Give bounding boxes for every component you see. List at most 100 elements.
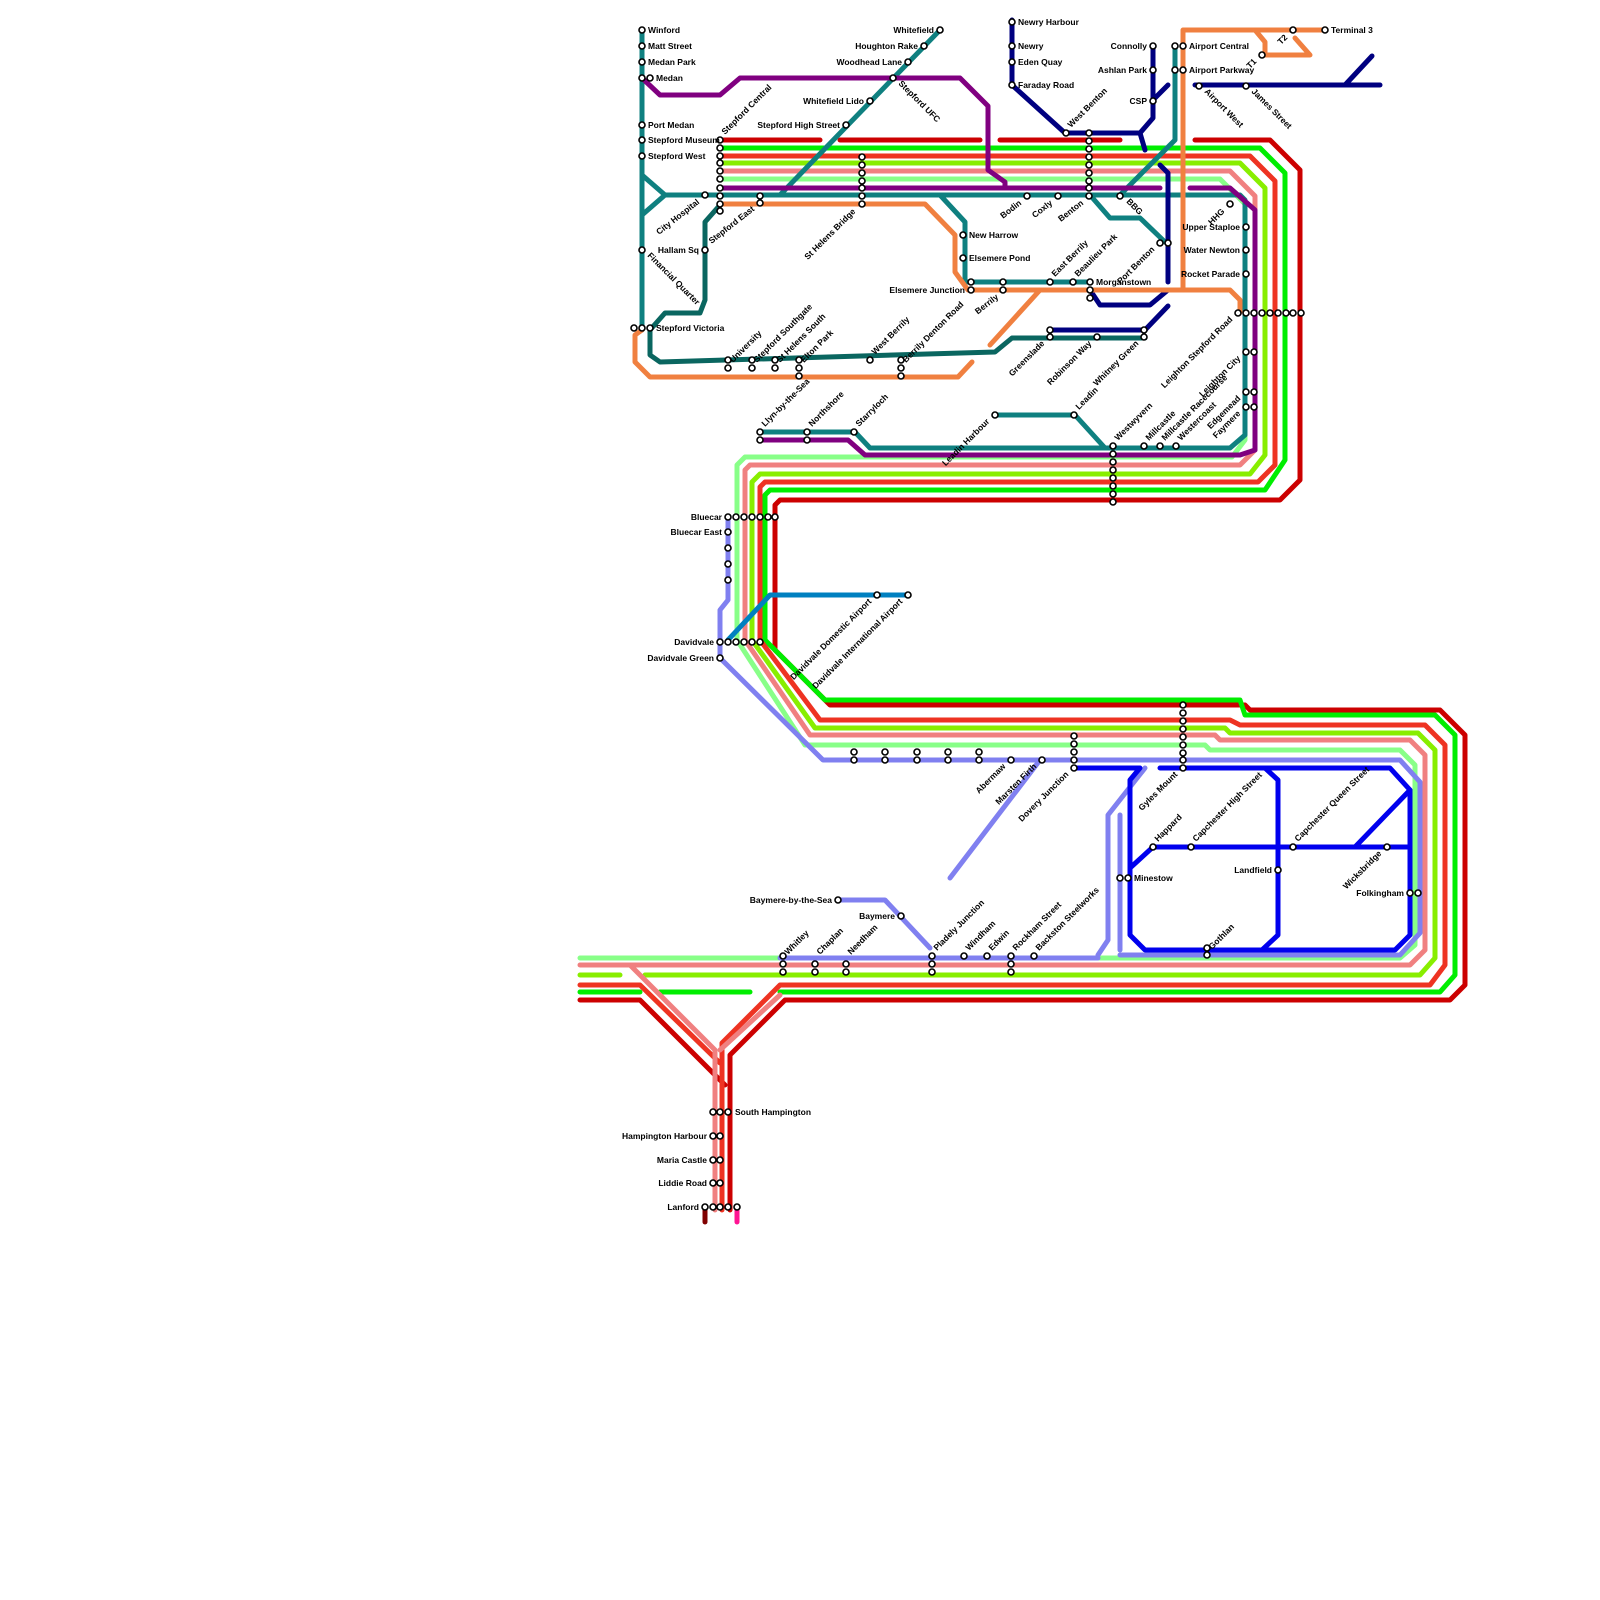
interchange-marker-115[interactable]: [709, 1203, 717, 1211]
station-label[interactable]: Financial Quarter: [646, 250, 703, 307]
station-marker[interactable]: [959, 231, 967, 239]
interchange-marker-18[interactable]: [858, 192, 866, 200]
interchange-marker-91[interactable]: [1179, 701, 1187, 709]
station-label[interactable]: Capchester High Street: [1190, 770, 1264, 844]
interchange-marker-21[interactable]: [1085, 145, 1093, 153]
station-label[interactable]: Whitefield: [893, 25, 934, 35]
interchange-marker-87[interactable]: [1070, 732, 1078, 740]
station-marker[interactable]: [1179, 42, 1187, 50]
interchange-marker-33[interactable]: [1171, 42, 1179, 50]
interchange-marker-28[interactable]: [999, 278, 1007, 286]
interchange-marker-16[interactable]: [858, 177, 866, 185]
interchange-marker-97[interactable]: [1179, 749, 1187, 757]
interchange-marker-40[interactable]: [1282, 309, 1290, 317]
station-marker[interactable]: [1109, 442, 1117, 450]
station-label[interactable]: Berrily: [973, 292, 1001, 317]
station-marker[interactable]: [1242, 246, 1250, 254]
interchange-marker-35[interactable]: [1164, 239, 1172, 247]
station-marker[interactable]: [1008, 58, 1016, 66]
station-label[interactable]: Davidvale: [674, 637, 714, 647]
interchange-marker-103[interactable]: [779, 960, 787, 968]
interchange-marker-10[interactable]: [716, 200, 724, 208]
interchange-marker-70[interactable]: [724, 560, 732, 568]
station-label[interactable]: West Benton: [1065, 86, 1109, 130]
station-marker[interactable]: [866, 356, 874, 364]
interchange-marker-23[interactable]: [1085, 161, 1093, 169]
station-label[interactable]: Morganstown: [1096, 277, 1151, 287]
station-label[interactable]: Stepford Museum: [648, 135, 720, 145]
interchange-marker-52[interactable]: [1109, 490, 1117, 498]
interchange-marker-118[interactable]: [733, 1203, 741, 1211]
station-label[interactable]: Upper Staploe: [1182, 222, 1240, 232]
interchange-marker-80[interactable]: [881, 756, 889, 764]
station-marker[interactable]: [850, 428, 858, 436]
interchange-marker-13[interactable]: [858, 153, 866, 161]
station-marker[interactable]: [1242, 388, 1250, 396]
station-marker[interactable]: [1085, 192, 1093, 200]
station-marker[interactable]: [834, 896, 842, 904]
station-marker[interactable]: [1234, 309, 1242, 317]
station-marker[interactable]: [1406, 889, 1414, 897]
station-label[interactable]: Liddie Road: [658, 1178, 707, 1188]
station-label[interactable]: Water Newton: [1184, 245, 1240, 255]
interchange-marker-113[interactable]: [716, 1156, 724, 1164]
interchange-marker-48[interactable]: [1109, 458, 1117, 466]
station-marker[interactable]: [748, 364, 756, 372]
station-label[interactable]: Faraday Road: [1018, 80, 1074, 90]
station-label[interactable]: Woodhead Lane: [837, 57, 903, 67]
station-marker[interactable]: [701, 191, 709, 199]
station-label[interactable]: Winford: [648, 25, 680, 35]
station-marker[interactable]: [1149, 42, 1157, 50]
station-label[interactable]: Capchester Queen Street: [1292, 764, 1371, 843]
station-label[interactable]: Llyn-by-the-Sea: [759, 376, 811, 428]
interchange-marker-73[interactable]: [732, 638, 740, 646]
interchange-marker-31[interactable]: [1086, 294, 1094, 302]
interchange-marker-22[interactable]: [1085, 153, 1093, 161]
station-marker[interactable]: [842, 968, 850, 976]
interchange-marker-41[interactable]: [1289, 309, 1297, 317]
station-label[interactable]: Stepford High Street: [757, 120, 840, 130]
station-marker[interactable]: [1038, 756, 1046, 764]
station-label[interactable]: Stepford West: [648, 151, 706, 161]
station-label[interactable]: Coxly: [1030, 198, 1055, 220]
station-label[interactable]: Greenslade: [1007, 338, 1047, 378]
station-marker[interactable]: [960, 952, 968, 960]
station-label[interactable]: Happard: [1152, 812, 1183, 843]
station-label[interactable]: Baymere-by-the-Sea: [750, 895, 832, 905]
station-label[interactable]: Ashlan Park: [1098, 65, 1147, 75]
interchange-marker-94[interactable]: [1179, 725, 1187, 733]
station-marker[interactable]: [928, 968, 936, 976]
interchange-marker-57[interactable]: [795, 356, 803, 364]
station-marker[interactable]: [1156, 239, 1164, 247]
station-marker[interactable]: [889, 74, 897, 82]
interchange-marker-56[interactable]: [771, 356, 779, 364]
station-label[interactable]: Matt Street: [648, 41, 692, 51]
interchange-marker-29[interactable]: [1046, 326, 1054, 334]
station-marker[interactable]: [803, 428, 811, 436]
station-marker[interactable]: [999, 286, 1007, 294]
station-label[interactable]: Whitney Green: [1091, 338, 1140, 387]
station-label[interactable]: New Harrow: [969, 230, 1019, 240]
interchange-marker-79[interactable]: [881, 748, 889, 756]
interchange-marker-88[interactable]: [1070, 740, 1078, 748]
interchange-marker-83[interactable]: [944, 748, 952, 756]
interchange-marker-85[interactable]: [975, 748, 983, 756]
station-marker[interactable]: [1156, 442, 1164, 450]
interchange-marker-62[interactable]: [803, 436, 811, 444]
station-marker[interactable]: [1116, 192, 1124, 200]
interchange-marker-44[interactable]: [1250, 348, 1258, 356]
interchange-marker-81[interactable]: [913, 748, 921, 756]
station-marker[interactable]: [1149, 66, 1157, 74]
station-marker[interactable]: [1140, 333, 1148, 341]
interchange-marker-45[interactable]: [1250, 388, 1258, 396]
station-marker[interactable]: [1149, 97, 1157, 105]
station-label[interactable]: Hallam Sq: [658, 245, 699, 255]
interchange-marker-46[interactable]: [1250, 403, 1258, 411]
station-marker[interactable]: [638, 136, 646, 144]
station-marker[interactable]: [1242, 223, 1250, 231]
interchange-marker-67[interactable]: [764, 513, 772, 521]
station-label[interactable]: Hampington Harbour: [622, 1131, 708, 1141]
interchange-marker-71[interactable]: [724, 576, 732, 584]
interchange-marker-17[interactable]: [858, 184, 866, 192]
station-marker[interactable]: [858, 200, 866, 208]
